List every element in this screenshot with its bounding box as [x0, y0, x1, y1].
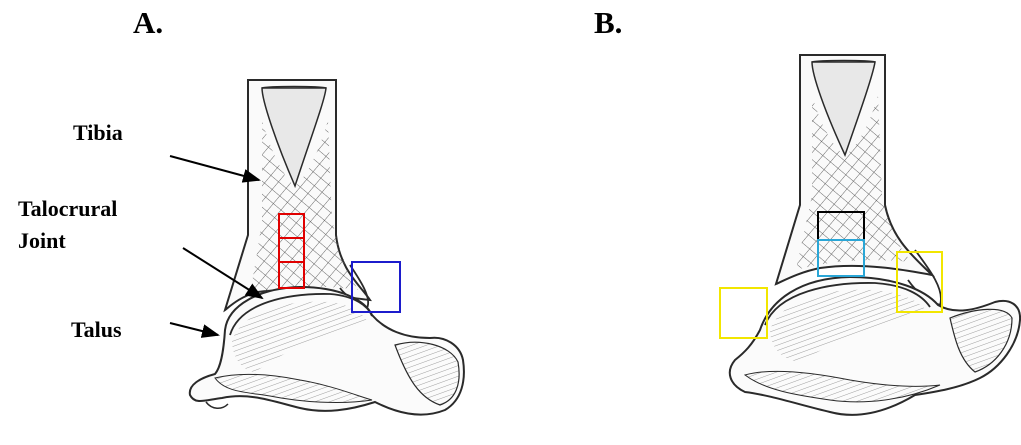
tibia-arrow: [170, 156, 259, 180]
panel-a-illustration: [170, 80, 464, 415]
talus-arrow: [170, 323, 218, 335]
panel-b-illustration: [720, 55, 1020, 415]
